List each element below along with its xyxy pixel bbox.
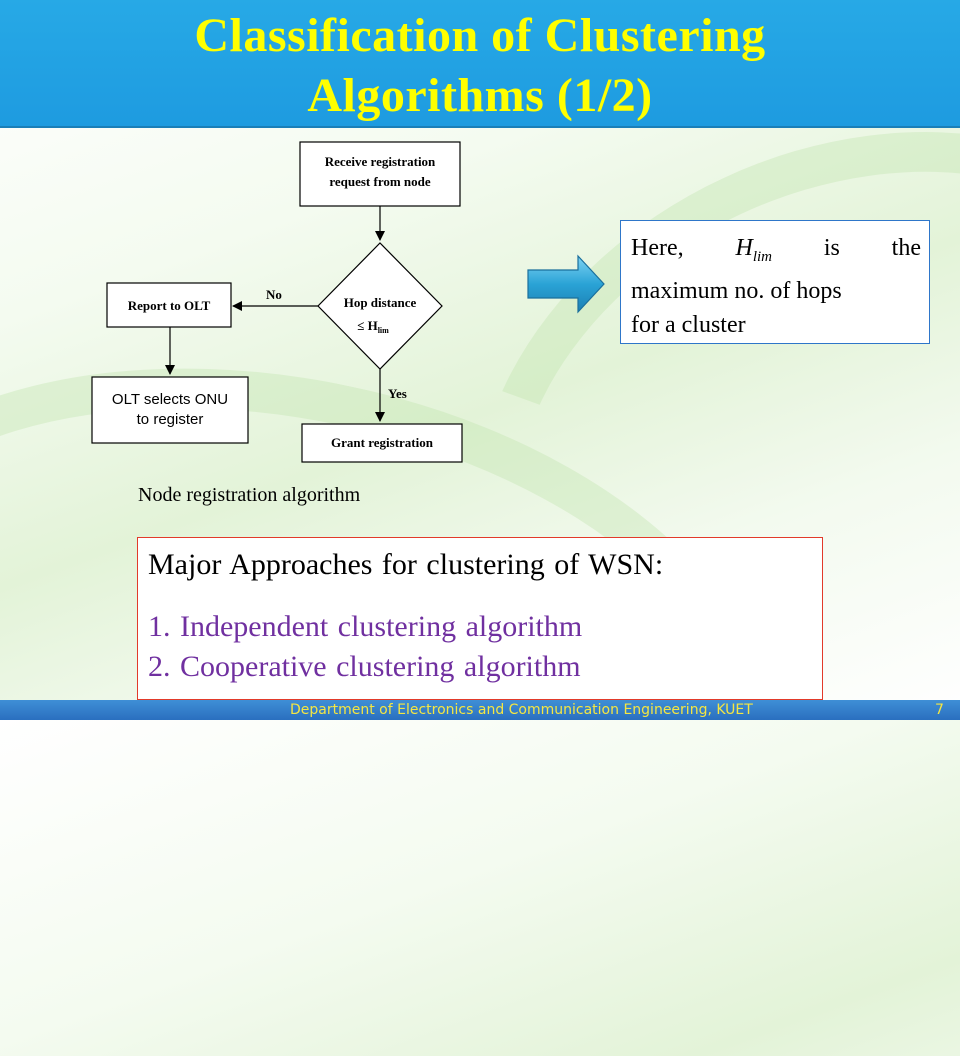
footer-department: Department of Electronics and Communicat… bbox=[290, 702, 753, 718]
title-line-1: Classification of Clustering bbox=[194, 9, 766, 62]
no-label: No bbox=[266, 287, 282, 302]
approach-item: 2. Cooperative clustering algorithm bbox=[148, 650, 581, 683]
receive-text-line-1: Receive registration bbox=[325, 154, 436, 169]
decision-sub: lim bbox=[378, 326, 389, 335]
note-line-1: Here, Hlim is the bbox=[631, 231, 921, 274]
decision-text-line-2: ≤ Hlim bbox=[357, 318, 389, 335]
olt-text-line-2: to register bbox=[137, 411, 204, 428]
right-block-arrow bbox=[527, 254, 605, 314]
note-word: the bbox=[891, 235, 921, 261]
page-number: 7 bbox=[935, 702, 944, 718]
decision-le: ≤ H bbox=[357, 318, 378, 333]
note-h: H bbox=[735, 235, 753, 261]
flowchart-caption: Node registration algorithm bbox=[138, 484, 361, 506]
approach-item: 1. Independent clustering algorithm bbox=[148, 610, 583, 643]
approaches-box: Major Approaches for clustering of WSN: … bbox=[137, 537, 823, 700]
decision-text-line-1: Hop distance bbox=[344, 295, 417, 310]
olt-selects-onu-box bbox=[91, 376, 249, 444]
hop-limit-note: Here, Hlim is the maximum no. of hops fo… bbox=[620, 220, 930, 344]
note-lim: lim bbox=[752, 248, 772, 265]
note-word: Here, bbox=[631, 235, 684, 261]
note-line-3: for a cluster bbox=[631, 311, 746, 338]
slide-title: Classification of Clustering Algorithms … bbox=[100, 6, 860, 126]
yes-label: Yes bbox=[388, 386, 407, 401]
receive-text-line-2: request from node bbox=[329, 174, 431, 189]
grant-text: Grant registration bbox=[331, 435, 434, 450]
note-hlim: Hlim bbox=[735, 231, 772, 274]
report-to-olt-box bbox=[106, 282, 232, 328]
note-word: is bbox=[823, 235, 840, 261]
flowchart: Receive registration request from node H… bbox=[91, 141, 605, 463]
grant-registration-box bbox=[301, 423, 463, 463]
title-line-2: Algorithms (1/2) bbox=[307, 69, 653, 122]
note-line-2: maximum no. of hops bbox=[631, 277, 842, 304]
footer-bar: Department of Electronics and Communicat… bbox=[0, 700, 960, 720]
olt-text-line-1: OLT selects ONU bbox=[112, 391, 228, 408]
report-text: Report to OLT bbox=[128, 298, 211, 313]
approaches-heading: Major Approaches for clustering of WSN: bbox=[148, 548, 664, 581]
title-bar: Classification of Clustering Algorithms … bbox=[0, 0, 960, 128]
